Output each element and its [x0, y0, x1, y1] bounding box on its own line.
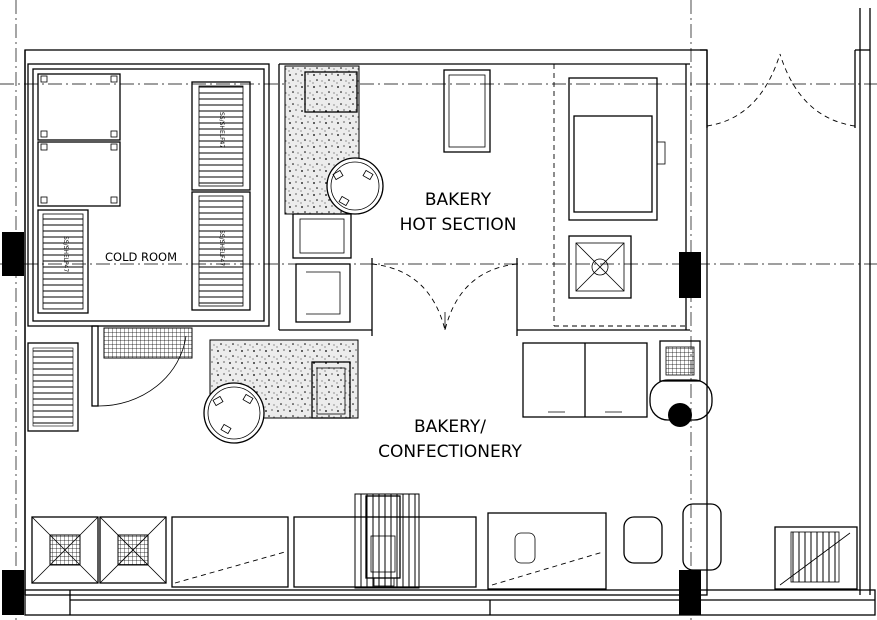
- column: [679, 252, 701, 298]
- confectionery-worktable: [203, 339, 359, 444]
- cold-shelf-middle-bottom: [191, 191, 251, 311]
- oven-rack: [443, 69, 491, 153]
- hot-section-door: [371, 263, 518, 331]
- room-label-confectionery-line2: CONFECTIONERY: [378, 442, 522, 462]
- cold-shelf-left: [37, 209, 89, 314]
- deck-oven: [568, 77, 658, 221]
- cold-rack: [37, 73, 121, 141]
- boiler-unit: [568, 235, 632, 299]
- misc-walls: [24, 50, 71, 600]
- shelf-tag: SS/SHELF47: [218, 112, 225, 148]
- oven-small: [295, 263, 351, 323]
- bottom-counter-run: [31, 493, 858, 590]
- exterior-walls: [24, 8, 876, 616]
- room-label-hot-section-line1: BAKERY: [425, 190, 492, 210]
- floor-rack: [27, 342, 79, 432]
- counter-section: [487, 512, 607, 590]
- round-mixer: [203, 382, 265, 444]
- chair: [623, 516, 663, 564]
- chair: [682, 503, 722, 571]
- cold-room: SS/SHELF47 SS/SHELF47 SS/SHELF47 COLD RO…: [27, 63, 270, 327]
- rack-casters: [40, 75, 118, 204]
- cold-room-door: [27, 325, 193, 432]
- equipment-box: [774, 526, 858, 590]
- hot-section: BAKERY HOT SECTION: [278, 63, 690, 336]
- sink-unit: [99, 516, 167, 584]
- proofer: [292, 213, 352, 259]
- sink-unit: [659, 340, 701, 382]
- room-label-confectionery-line1: BAKERY/: [414, 417, 486, 437]
- rack-trolley: [304, 71, 358, 113]
- column: [2, 570, 24, 615]
- shelf-tag: SS/SHELF47: [218, 230, 225, 266]
- cold-rack: [37, 141, 121, 207]
- shelf-tag: SS/SHELF47: [62, 236, 69, 272]
- refrigerator-counter: [522, 340, 713, 427]
- round-mixer: [326, 157, 384, 215]
- cold-shelf-middle-top: [191, 81, 251, 191]
- column: [2, 232, 24, 276]
- entrance-double-door: [706, 50, 856, 128]
- room-label-hot-section-line2: HOT SECTION: [400, 215, 517, 235]
- sink-unit: [31, 516, 99, 584]
- room-label-cold-room: COLD ROOM: [105, 250, 177, 264]
- column: [679, 570, 701, 615]
- structural-columns: [2, 232, 701, 615]
- counter-section: [171, 516, 289, 588]
